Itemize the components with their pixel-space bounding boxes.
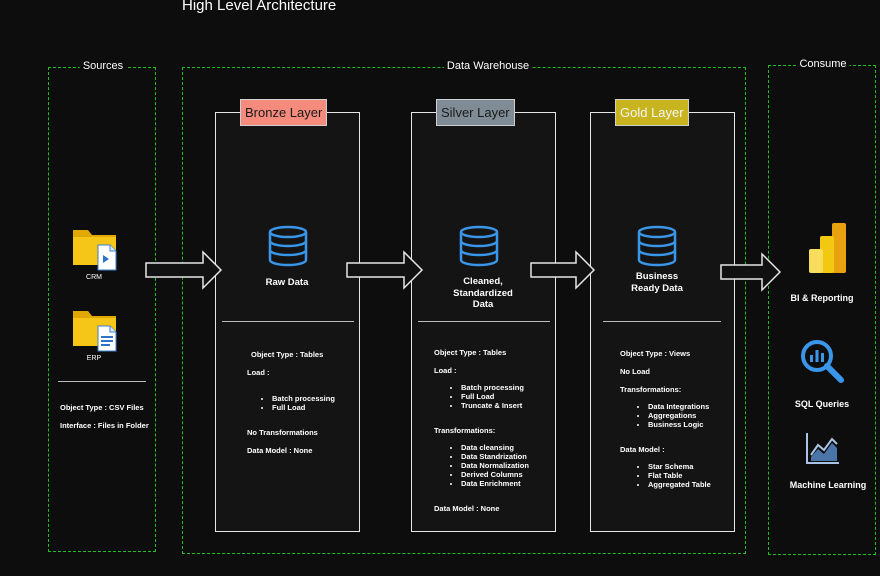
gold-data-model-list: Star Schema Flat Table Aggregated Table xyxy=(634,462,711,489)
sources-label: Sources xyxy=(79,60,127,72)
list-item: Batch processing xyxy=(461,383,524,392)
machine-learning-label: Machine Learning xyxy=(789,480,867,490)
bronze-layer-header: Bronze Layer xyxy=(240,99,328,126)
sources-object-type: Object Type : CSV Files xyxy=(60,403,144,412)
bronze-divider xyxy=(222,321,354,322)
crm-label: CRM xyxy=(86,274,102,281)
erp-label: ERP xyxy=(86,355,102,362)
gold-transformations-label: Transformations: xyxy=(620,385,682,394)
list-item: Data cleansing xyxy=(461,443,529,452)
bi-reporting-label: BI & Reporting xyxy=(790,293,854,303)
warehouse-group: Data Warehouse xyxy=(182,60,746,554)
silver-data-model: Data Model : None xyxy=(434,504,500,513)
gold-divider xyxy=(603,321,721,322)
sources-interface: Interface : Files in Folder xyxy=(60,421,149,430)
list-item: Data Enrichment xyxy=(461,479,529,488)
gold-name-line: Business xyxy=(635,271,679,282)
gold-layer-box: Gold Layer xyxy=(590,99,735,532)
list-item: Flat Table xyxy=(648,471,711,480)
bronze-data-model: Data Model : None xyxy=(247,446,313,455)
power-bi-icon xyxy=(806,222,850,279)
page-title: High Level Architecture xyxy=(182,0,337,14)
arrow-icon xyxy=(720,252,782,292)
sql-queries-label: SQL Queries xyxy=(794,399,850,409)
consume-label: Consume xyxy=(796,58,850,70)
gold-data-model-label: Data Model : xyxy=(620,445,665,454)
silver-layer-name: Cleaned, Standardized Data xyxy=(433,276,533,311)
sources-divider xyxy=(58,381,146,382)
crm-folder-icon xyxy=(72,225,120,276)
bronze-object-type: Object Type : Tables xyxy=(251,350,324,359)
silver-name-line: Data xyxy=(472,299,494,310)
gold-layer-header: Gold Layer xyxy=(615,99,689,126)
silver-name-line: Cleaned, xyxy=(463,276,503,287)
list-item: Data Standrization xyxy=(461,452,529,461)
silver-layer-header: Silver Layer xyxy=(436,99,515,126)
sources-group: Sources xyxy=(48,60,156,552)
gold-object-type: Object Type : Views xyxy=(620,349,691,358)
consume-group: Consume xyxy=(768,58,876,555)
gold-name-line: Ready Data xyxy=(631,282,683,294)
bronze-load-label: Load : xyxy=(247,368,270,377)
silver-transformations-label: Transformations: xyxy=(434,426,496,435)
erp-folder-icon xyxy=(72,306,120,357)
gold-transformations-list: Data Integrations Aggregations Business … xyxy=(634,402,709,429)
bronze-database-icon xyxy=(267,225,309,272)
list-item: Aggregations xyxy=(648,411,709,420)
warehouse-label: Data Warehouse xyxy=(443,60,533,72)
silver-object-type: Object Type : Tables xyxy=(434,348,507,357)
list-item: Data Normalization xyxy=(461,461,529,470)
list-item: Full Load xyxy=(461,392,524,401)
bronze-layer-name: Raw Data xyxy=(265,277,309,288)
gold-layer-name: Business Ready Data xyxy=(607,271,707,294)
list-item: Truncate & Insert xyxy=(461,401,524,410)
list-item: Derived Columns xyxy=(461,470,529,479)
list-item: Full Load xyxy=(272,403,335,412)
list-item: Star Schema xyxy=(648,462,711,471)
list-item: Aggregated Table xyxy=(648,480,711,489)
list-item: Batch processing xyxy=(272,394,335,403)
silver-name-line: Standardized xyxy=(453,287,513,299)
bronze-layer-box: Bronze Layer xyxy=(215,99,360,532)
sql-search-icon xyxy=(799,338,845,389)
silver-load-label: Load : xyxy=(434,366,457,375)
silver-transformations-list: Data cleansing Data Standrization Data N… xyxy=(447,443,529,488)
gold-load: No Load xyxy=(620,367,650,376)
silver-load-list: Batch processing Full Load Truncate & In… xyxy=(447,383,524,410)
arrow-icon xyxy=(530,250,596,290)
list-item: Business Logic xyxy=(648,420,709,429)
bronze-transformations: No Transformations xyxy=(247,428,318,437)
arrow-icon xyxy=(346,250,424,290)
list-item: Data Integrations xyxy=(648,402,709,411)
silver-database-icon xyxy=(458,225,500,272)
gold-database-icon xyxy=(636,225,678,272)
machine-learning-chart-icon xyxy=(805,431,841,470)
silver-layer-box: Silver Layer xyxy=(411,99,556,532)
arrow-icon xyxy=(145,250,223,290)
silver-divider xyxy=(418,321,550,322)
bronze-load-list: Batch processing Full Load xyxy=(258,394,335,412)
